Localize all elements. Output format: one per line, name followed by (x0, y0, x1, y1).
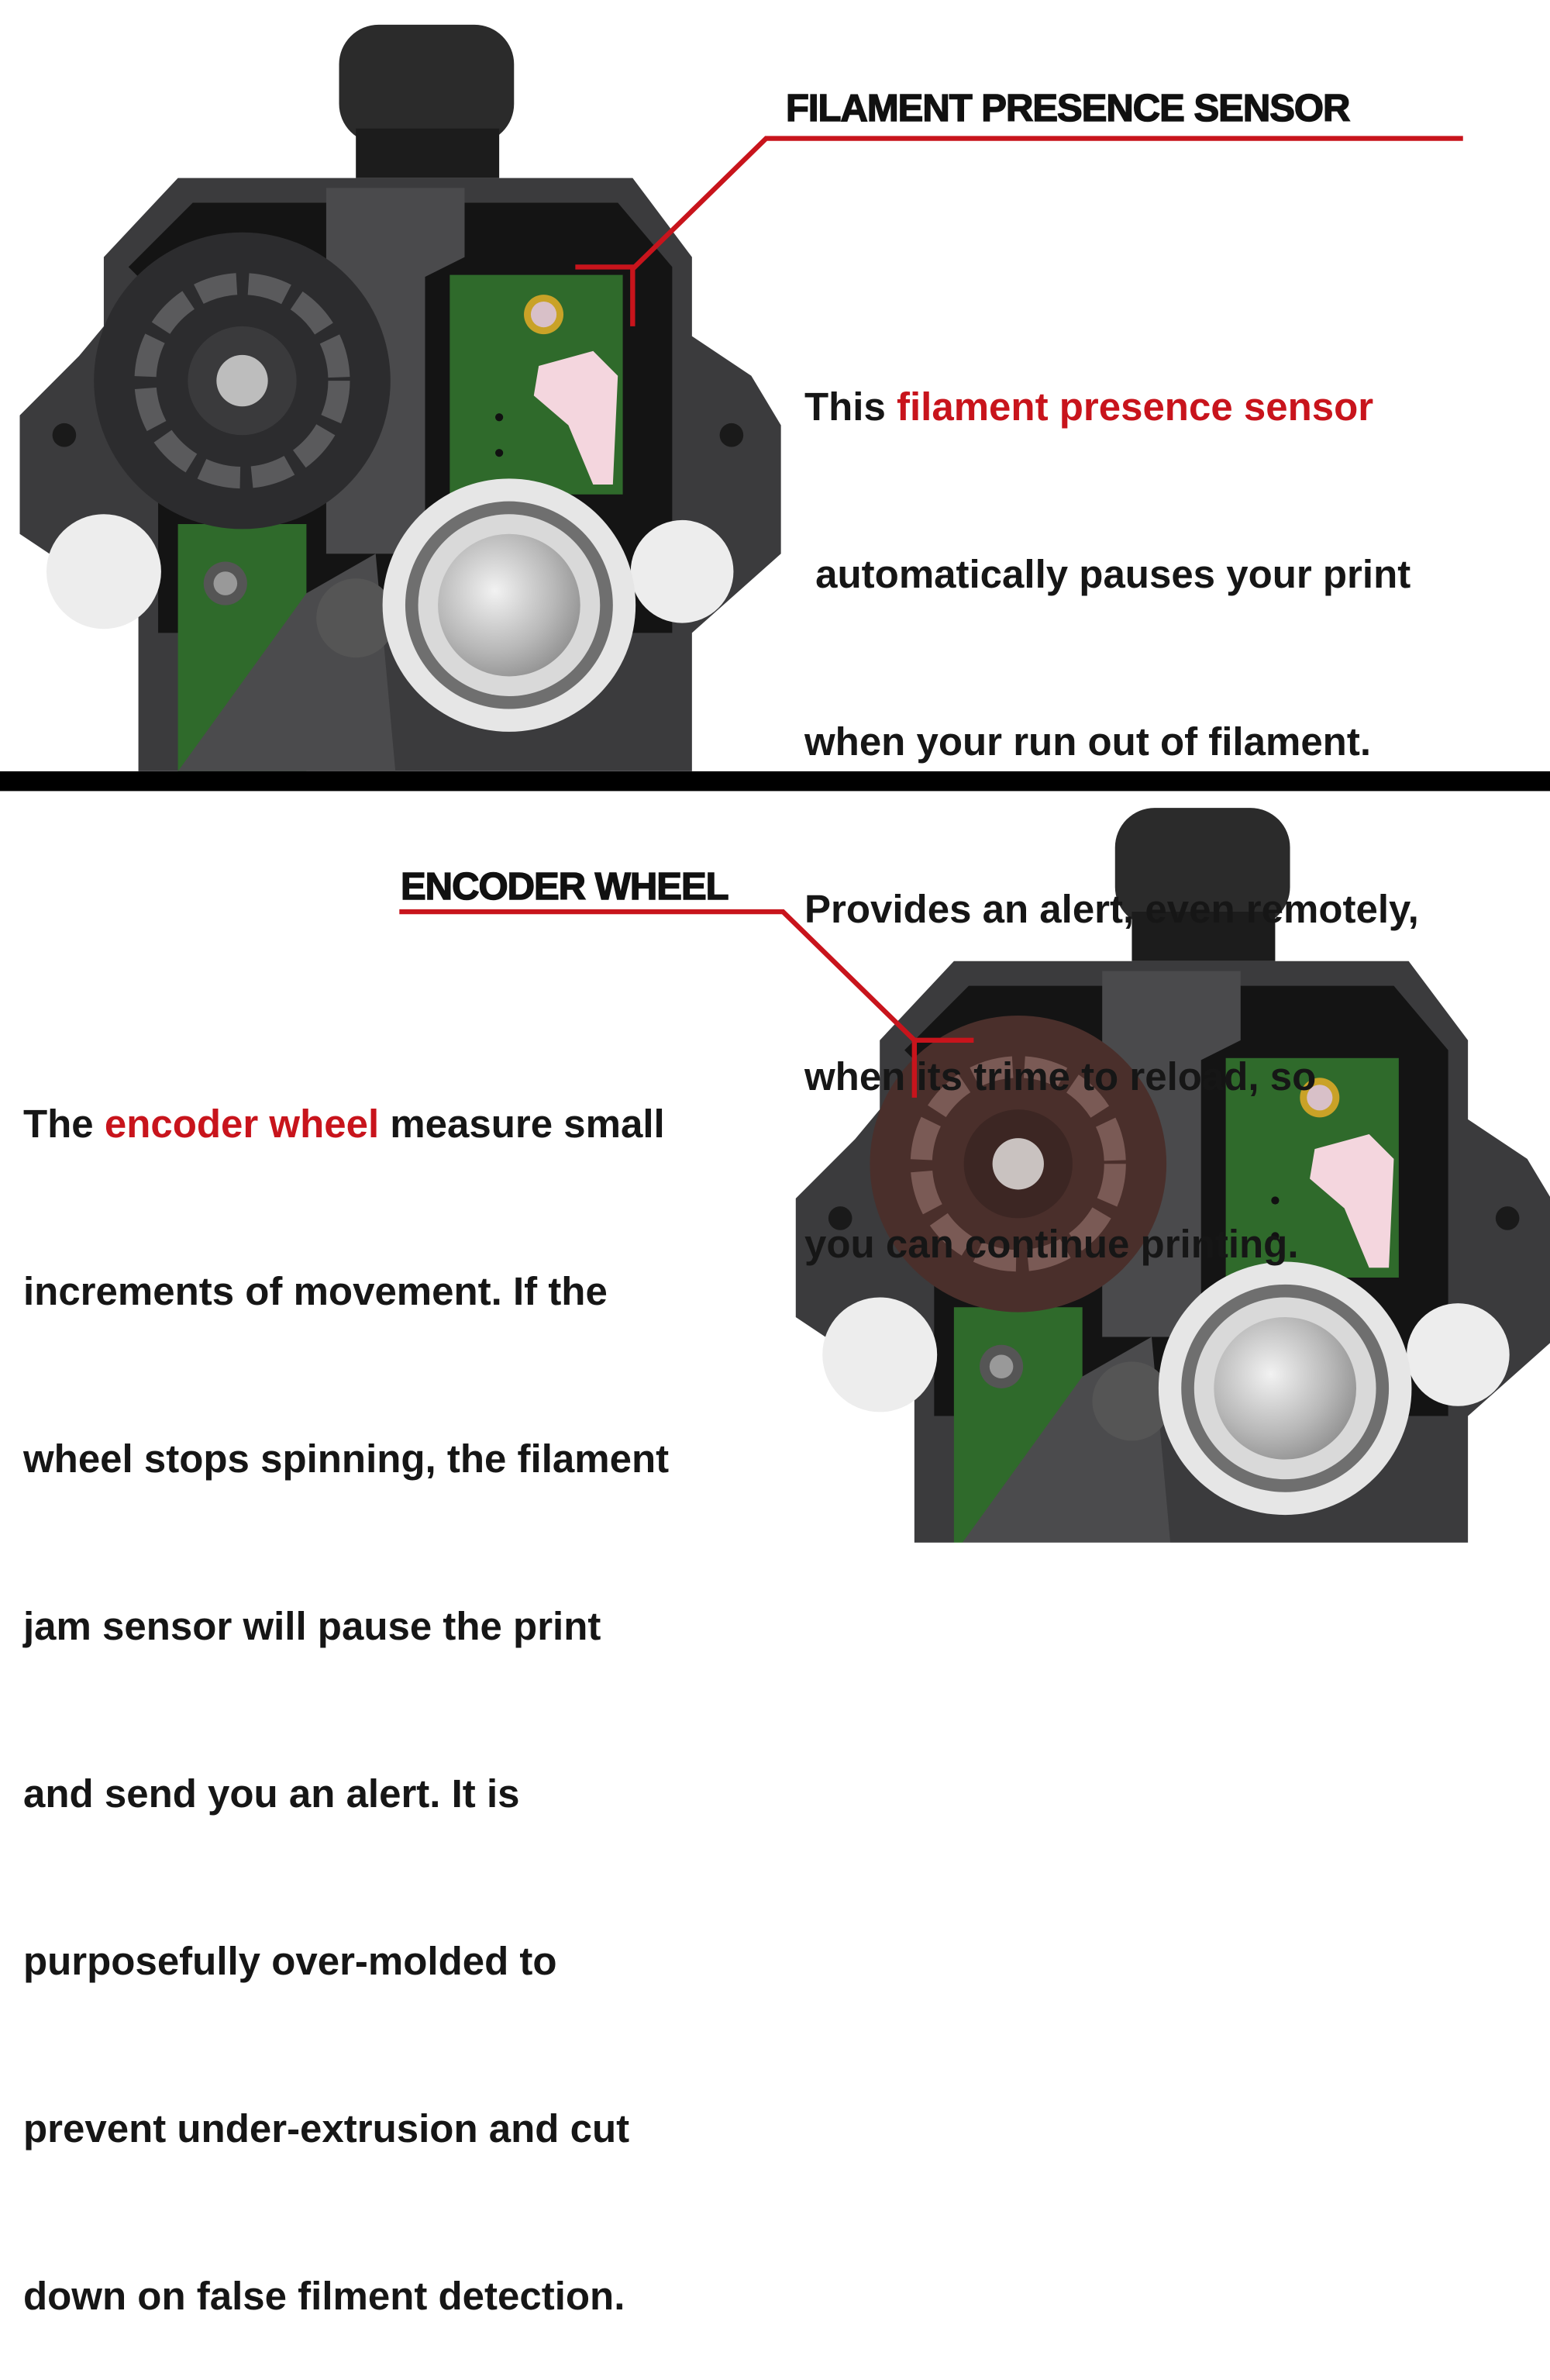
text-line: jam sensor will pause the print (23, 1604, 601, 1648)
description-encoder-wheel: The encoder wheel measure small incremen… (23, 985, 669, 2380)
text-line: and send you an alert. It is (23, 1771, 520, 1816)
text: measure small (379, 1102, 665, 1146)
title-filament-presence-sensor: FILAMENT PRESENCE SENSOR (785, 87, 1351, 130)
filament-sensor-device-top (20, 25, 781, 771)
title-encoder-wheel: ENCODER WHEEL (400, 865, 729, 909)
callout-line-encoder-wheel (399, 909, 917, 1043)
description-filament-presence-sensor: This filament presence sensor automatica… (804, 267, 1419, 1328)
text-line: automatically pauses your print (804, 552, 1411, 596)
callout-tick-presence-sensor (575, 264, 636, 326)
highlight-term: encoder wheel (104, 1102, 380, 1146)
callout-line-presence-sensor (631, 136, 1463, 271)
text: The (23, 1102, 105, 1146)
filament-sensor-device-bottom (796, 808, 1550, 1550)
text-line: This filament presence sensor (804, 379, 1419, 435)
text-line: increments of movement. If the (23, 1269, 608, 1313)
text-line: The encoder wheel measure small (23, 1096, 669, 1152)
text-line: prevent under-extrusion and cut (23, 2106, 630, 2151)
encoder-wheel-top (94, 232, 391, 529)
text-line: wheel stops spinning, the filament (23, 1437, 670, 1481)
text-line: when its trime to reload, so (804, 1054, 1317, 1099)
text-line: you can continue printing. (804, 1222, 1299, 1266)
panel-divider (0, 771, 1550, 792)
text-line: purposefully over-molded to (23, 1939, 557, 1983)
callout-tick-encoder-wheel (911, 1037, 974, 1098)
text-line: Provides an alert, even remotely, (804, 887, 1419, 931)
illustration (0, 0, 1550, 1550)
text-line: when your run out of filament. (804, 719, 1371, 764)
encoder-wheel-highlighted (870, 1015, 1167, 1312)
highlight-term: filament presence sensor (897, 385, 1374, 429)
text-line: down on false filment detection. (23, 2274, 625, 2318)
text: This (804, 385, 897, 429)
